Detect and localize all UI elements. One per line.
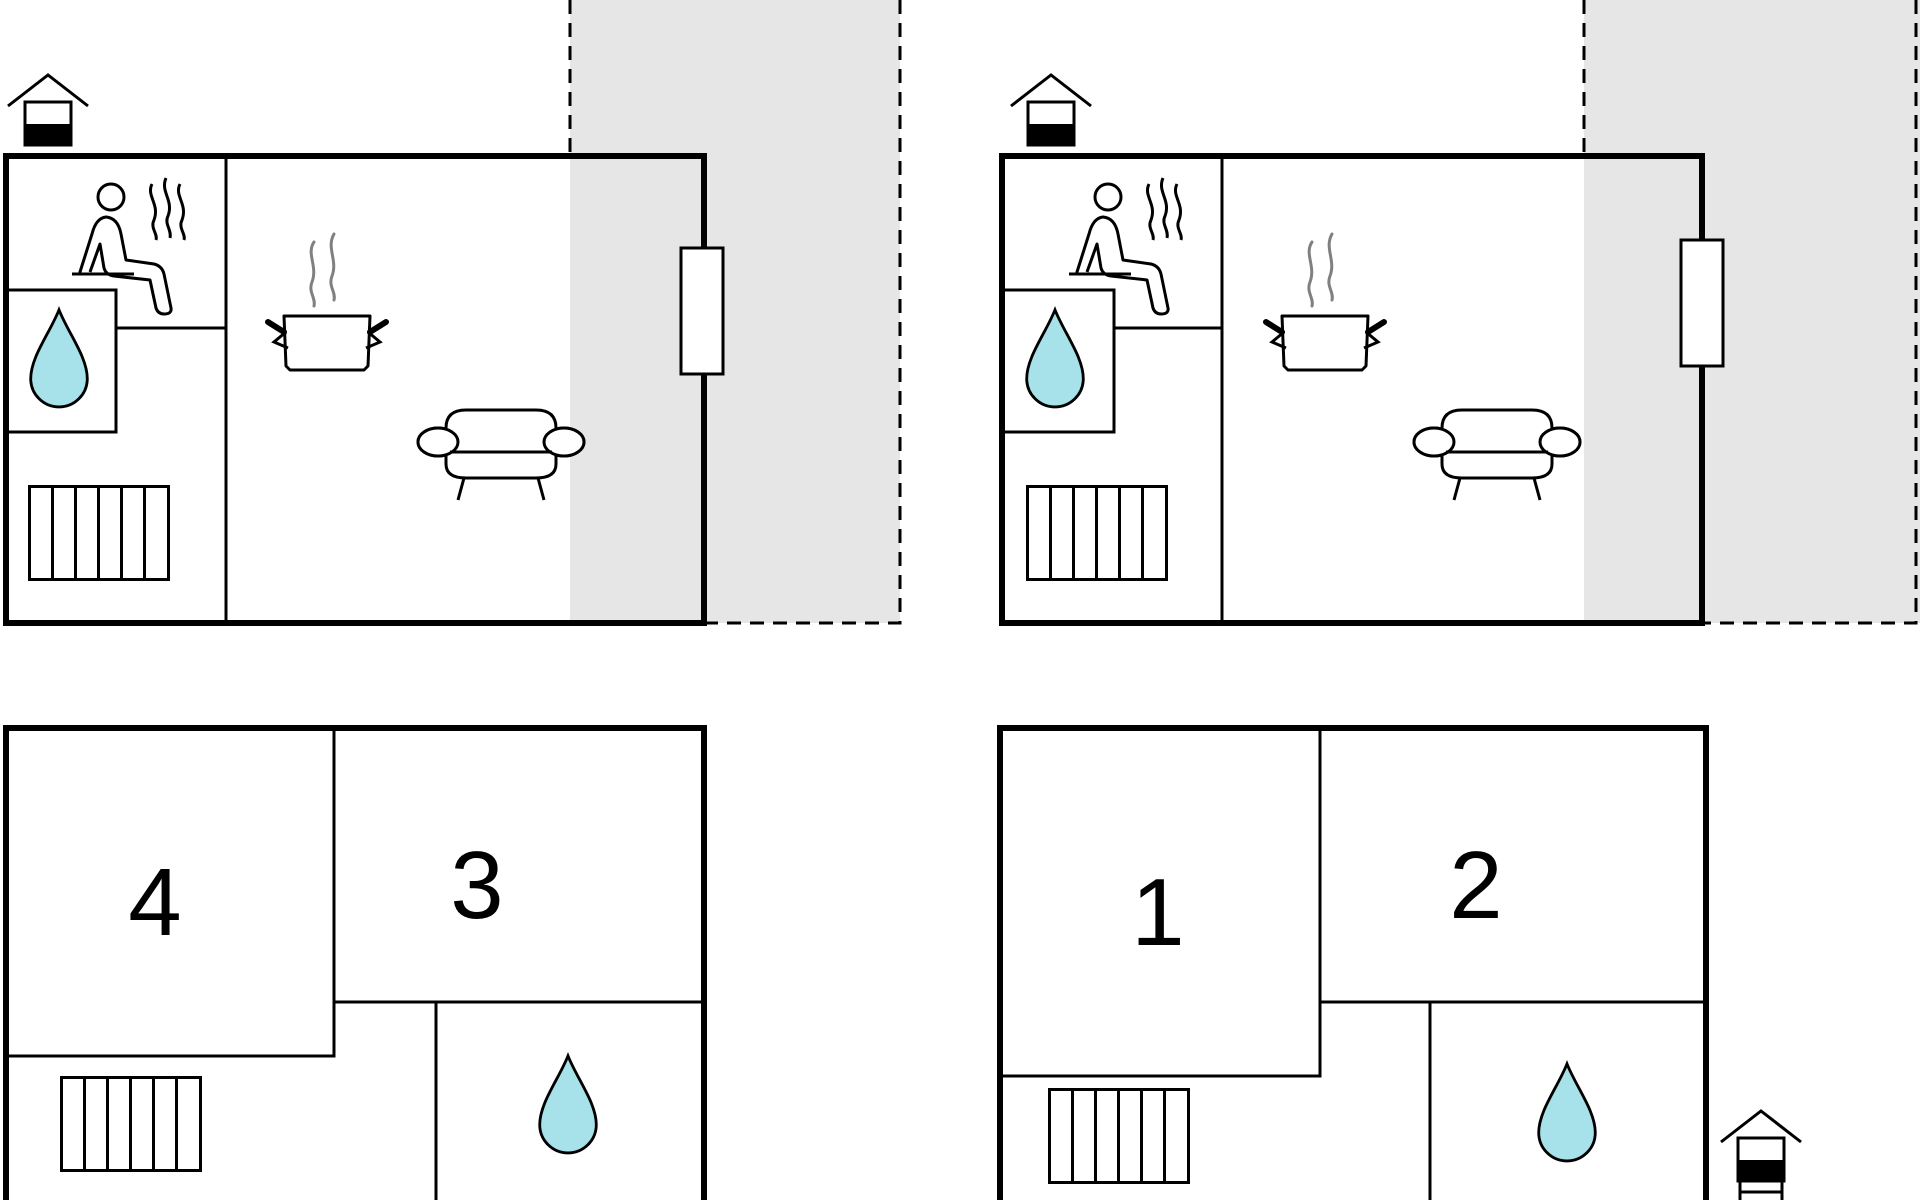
partition-wall bbox=[1002, 288, 1116, 434]
outer-wall bbox=[999, 153, 1705, 626]
sauna-icon bbox=[70, 176, 186, 316]
sauna-icon bbox=[1067, 176, 1183, 316]
bathroom-drop-icon bbox=[29, 308, 89, 409]
partition-wall bbox=[6, 288, 118, 434]
partition-wall bbox=[6, 728, 336, 1058]
cooking-pot-icon bbox=[1266, 234, 1384, 370]
room-number-3: 3 bbox=[450, 832, 503, 939]
window-icon bbox=[679, 246, 725, 376]
radiator-icon bbox=[60, 1076, 202, 1172]
terrace-outline bbox=[1582, 0, 1918, 625]
bathroom-drop-icon bbox=[538, 1054, 598, 1155]
entrance-house-icon bbox=[1719, 1109, 1803, 1200]
entrance-house-icon bbox=[6, 73, 90, 147]
outer-wall bbox=[3, 153, 707, 626]
ground-floor-left bbox=[3, 0, 902, 626]
terrace-area bbox=[570, 0, 900, 623]
sofa-icon bbox=[416, 408, 586, 502]
bathroom-drop-icon bbox=[1537, 1062, 1597, 1163]
outer-wall bbox=[997, 725, 1709, 1200]
partition-wall bbox=[1000, 728, 1322, 1078]
radiator-icon bbox=[1026, 485, 1168, 581]
upper-floor-left: 4 3 bbox=[3, 725, 707, 1200]
window-icon bbox=[1679, 238, 1725, 368]
terrace-outline bbox=[568, 0, 902, 625]
upper-floor-right: 1 2 bbox=[997, 725, 1803, 1200]
radiator-icon bbox=[28, 485, 170, 581]
terrace-area bbox=[1584, 0, 1920, 623]
room-number-4: 4 bbox=[128, 849, 181, 956]
bathroom-drop-icon bbox=[1025, 308, 1085, 409]
cooking-pot-icon bbox=[268, 234, 386, 370]
room-number-1: 1 bbox=[1131, 859, 1184, 966]
room-number-2: 2 bbox=[1449, 832, 1502, 939]
entrance-house-icon bbox=[1009, 73, 1093, 147]
sofa-icon bbox=[1412, 408, 1582, 502]
outer-wall bbox=[3, 725, 707, 1200]
ground-floor-right bbox=[999, 0, 1920, 626]
radiator-icon bbox=[1048, 1088, 1190, 1184]
